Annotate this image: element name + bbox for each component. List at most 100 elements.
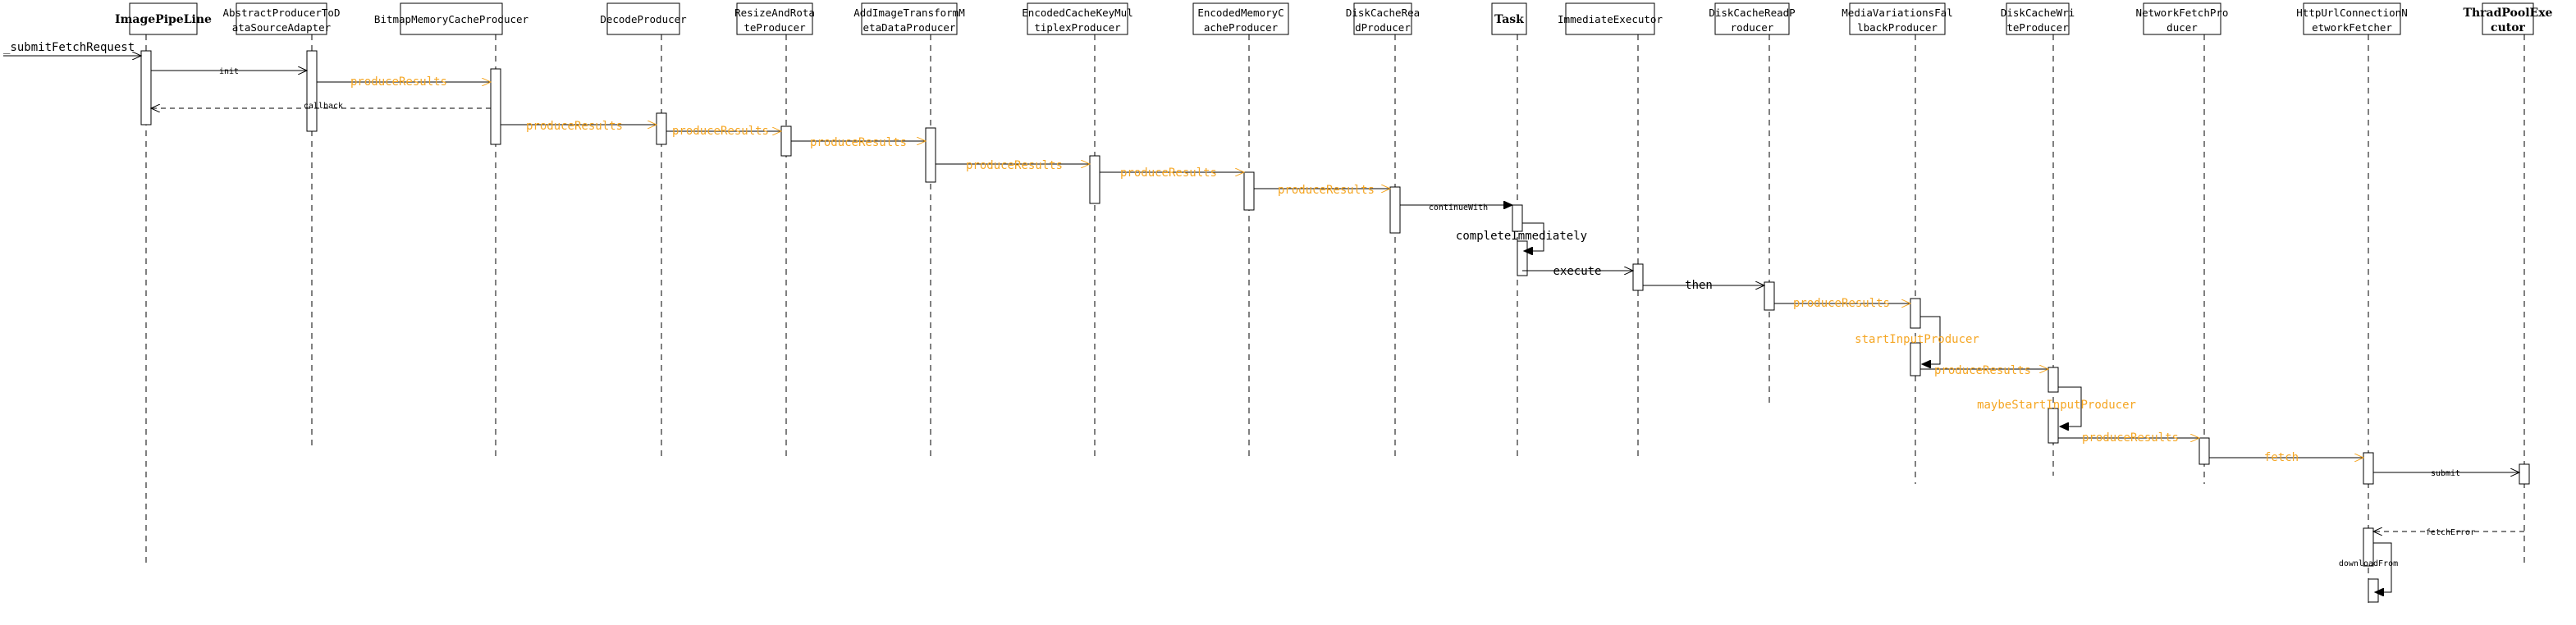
participant-label: ImagePipeLine	[115, 13, 212, 26]
message-arrow	[2058, 386, 2082, 427]
participant-p4: ResizeAndRota teProducer	[734, 2, 815, 35]
activation-bar	[2048, 367, 2059, 393]
participants: ImagePipeLine AbstractProducerToD ataSourc…	[115, 2, 2553, 35]
message-label: execute	[1553, 265, 1601, 278]
participant-p9: Task	[1491, 2, 1527, 35]
participant-label: teProducer	[2006, 21, 2069, 34]
message-label: continueWith	[1429, 203, 1488, 212]
message-15: startInputProducer	[1855, 316, 1979, 364]
activation-bar	[1910, 298, 1921, 329]
activation-bar	[2048, 408, 2059, 444]
message-label: produceResults	[672, 125, 769, 138]
message-label: produceResults	[1793, 297, 1890, 310]
participant-label: Task	[1494, 13, 1524, 26]
message-19: fetch	[2209, 451, 2363, 464]
participant-label: MediaVariationsFal	[1842, 7, 1952, 19]
participant-box	[1027, 2, 1128, 35]
participant-box	[1565, 2, 1655, 35]
message-label: downloadFrom	[2339, 559, 2398, 568]
activation-bar	[490, 68, 501, 145]
message-label: then	[1685, 279, 1713, 292]
participant-p10: ImmediateExecutor	[1558, 2, 1663, 35]
participant-label: ResizeAndRota	[734, 7, 815, 19]
participant-label: lbackProducer	[1857, 21, 1938, 34]
participant-box	[861, 2, 958, 35]
message-22: downloadFrom	[2339, 542, 2398, 592]
participant-box	[129, 2, 198, 35]
message-label: produceResults	[350, 75, 447, 89]
activation-bar	[2363, 452, 2374, 485]
participant-box	[1714, 2, 1790, 35]
participant-box	[2482, 2, 2534, 35]
message-17: maybeStartInputProducer	[1977, 386, 2136, 427]
participant-box	[1353, 2, 1412, 35]
participant-label: etworkFetcher	[2312, 21, 2392, 34]
participant-box	[2143, 2, 2221, 35]
message-label: produceResults	[966, 159, 1063, 172]
message-10: continueWith	[1400, 203, 1512, 212]
message-label: produceResults	[526, 120, 623, 133]
message-8: produceResults	[1100, 167, 1244, 180]
message-label: startInputProducer	[1855, 333, 1979, 346]
activation-bar	[780, 125, 792, 157]
participant-box	[1491, 2, 1527, 35]
activation-bar	[2363, 527, 2374, 567]
participant-label: acheProducer	[1204, 21, 1279, 34]
message-7: produceResults	[936, 159, 1090, 172]
activation-bar	[2199, 437, 2210, 465]
participant-p7: EncodedMemoryC acheProducer	[1192, 2, 1289, 35]
activation-bar	[2519, 463, 2530, 485]
participant-label: DiskCacheWri	[2001, 7, 2075, 19]
participant-label: cutor	[2491, 21, 2526, 34]
message-16: produceResults	[1920, 364, 2048, 377]
activation-bars	[140, 50, 2530, 603]
message-label: produceResults	[1934, 364, 2031, 377]
message-label: produceResults	[2082, 431, 2179, 445]
participant-box	[2303, 2, 2401, 35]
participant-p3: DecodeProducer	[600, 2, 687, 35]
activation-bar	[1389, 186, 1401, 234]
message-4: produceResults	[501, 120, 657, 133]
participant-label: ThradPoolExe	[2464, 7, 2553, 20]
participant-box	[1849, 2, 1946, 35]
participant-label: tiplexProducer	[1034, 21, 1121, 34]
participant-label: etaDataProducer	[863, 21, 956, 34]
message-arrow	[1522, 222, 1544, 251]
message-arrow	[2373, 542, 2392, 592]
message-11: completeImmediately	[1456, 222, 1587, 251]
message-label: produceResults	[1120, 167, 1217, 180]
message-12: execute	[1522, 265, 1633, 278]
message-21: fetchError	[2373, 528, 2524, 537]
messages: _submitFetchRequestinitproduceResultscal…	[3, 41, 2524, 592]
participant-p1: AbstractProducerToD ataSourceAdapter	[223, 2, 341, 35]
participant-label: AbstractProducerToD	[223, 7, 341, 19]
participant-box	[2006, 2, 2070, 35]
participant-box	[606, 2, 680, 35]
participant-label: DecodeProducer	[600, 13, 687, 25]
participant-label: EncodedMemoryC	[1197, 7, 1283, 19]
participant-label: EncodedCacheKeyMul	[1022, 7, 1132, 19]
participant-label: ataSourceAdapter	[232, 21, 332, 34]
participant-label: teProducer	[744, 21, 806, 34]
message-label: submit	[2431, 469, 2460, 478]
message-13: then	[1643, 279, 1764, 292]
participant-p2: BitmapMemoryCacheProducer	[374, 2, 529, 35]
participant-label: ducer	[2166, 21, 2198, 34]
participant-box	[1192, 2, 1289, 35]
participant-label: BitmapMemoryCacheProducer	[374, 13, 529, 25]
message-label: completeImmediately	[1456, 230, 1587, 243]
activation-bar	[2368, 578, 2379, 603]
message-label: _submitFetchRequest	[3, 41, 135, 54]
participant-label: DiskCacheReadP	[1709, 7, 1795, 19]
message-5: produceResults	[666, 125, 781, 138]
activation-bar	[656, 112, 667, 145]
message-0: _submitFetchRequest	[3, 41, 141, 56]
participant-box	[236, 2, 327, 35]
activation-bar	[1243, 171, 1255, 211]
participant-p12: MediaVariationsFal lbackProducer	[1842, 2, 1953, 35]
